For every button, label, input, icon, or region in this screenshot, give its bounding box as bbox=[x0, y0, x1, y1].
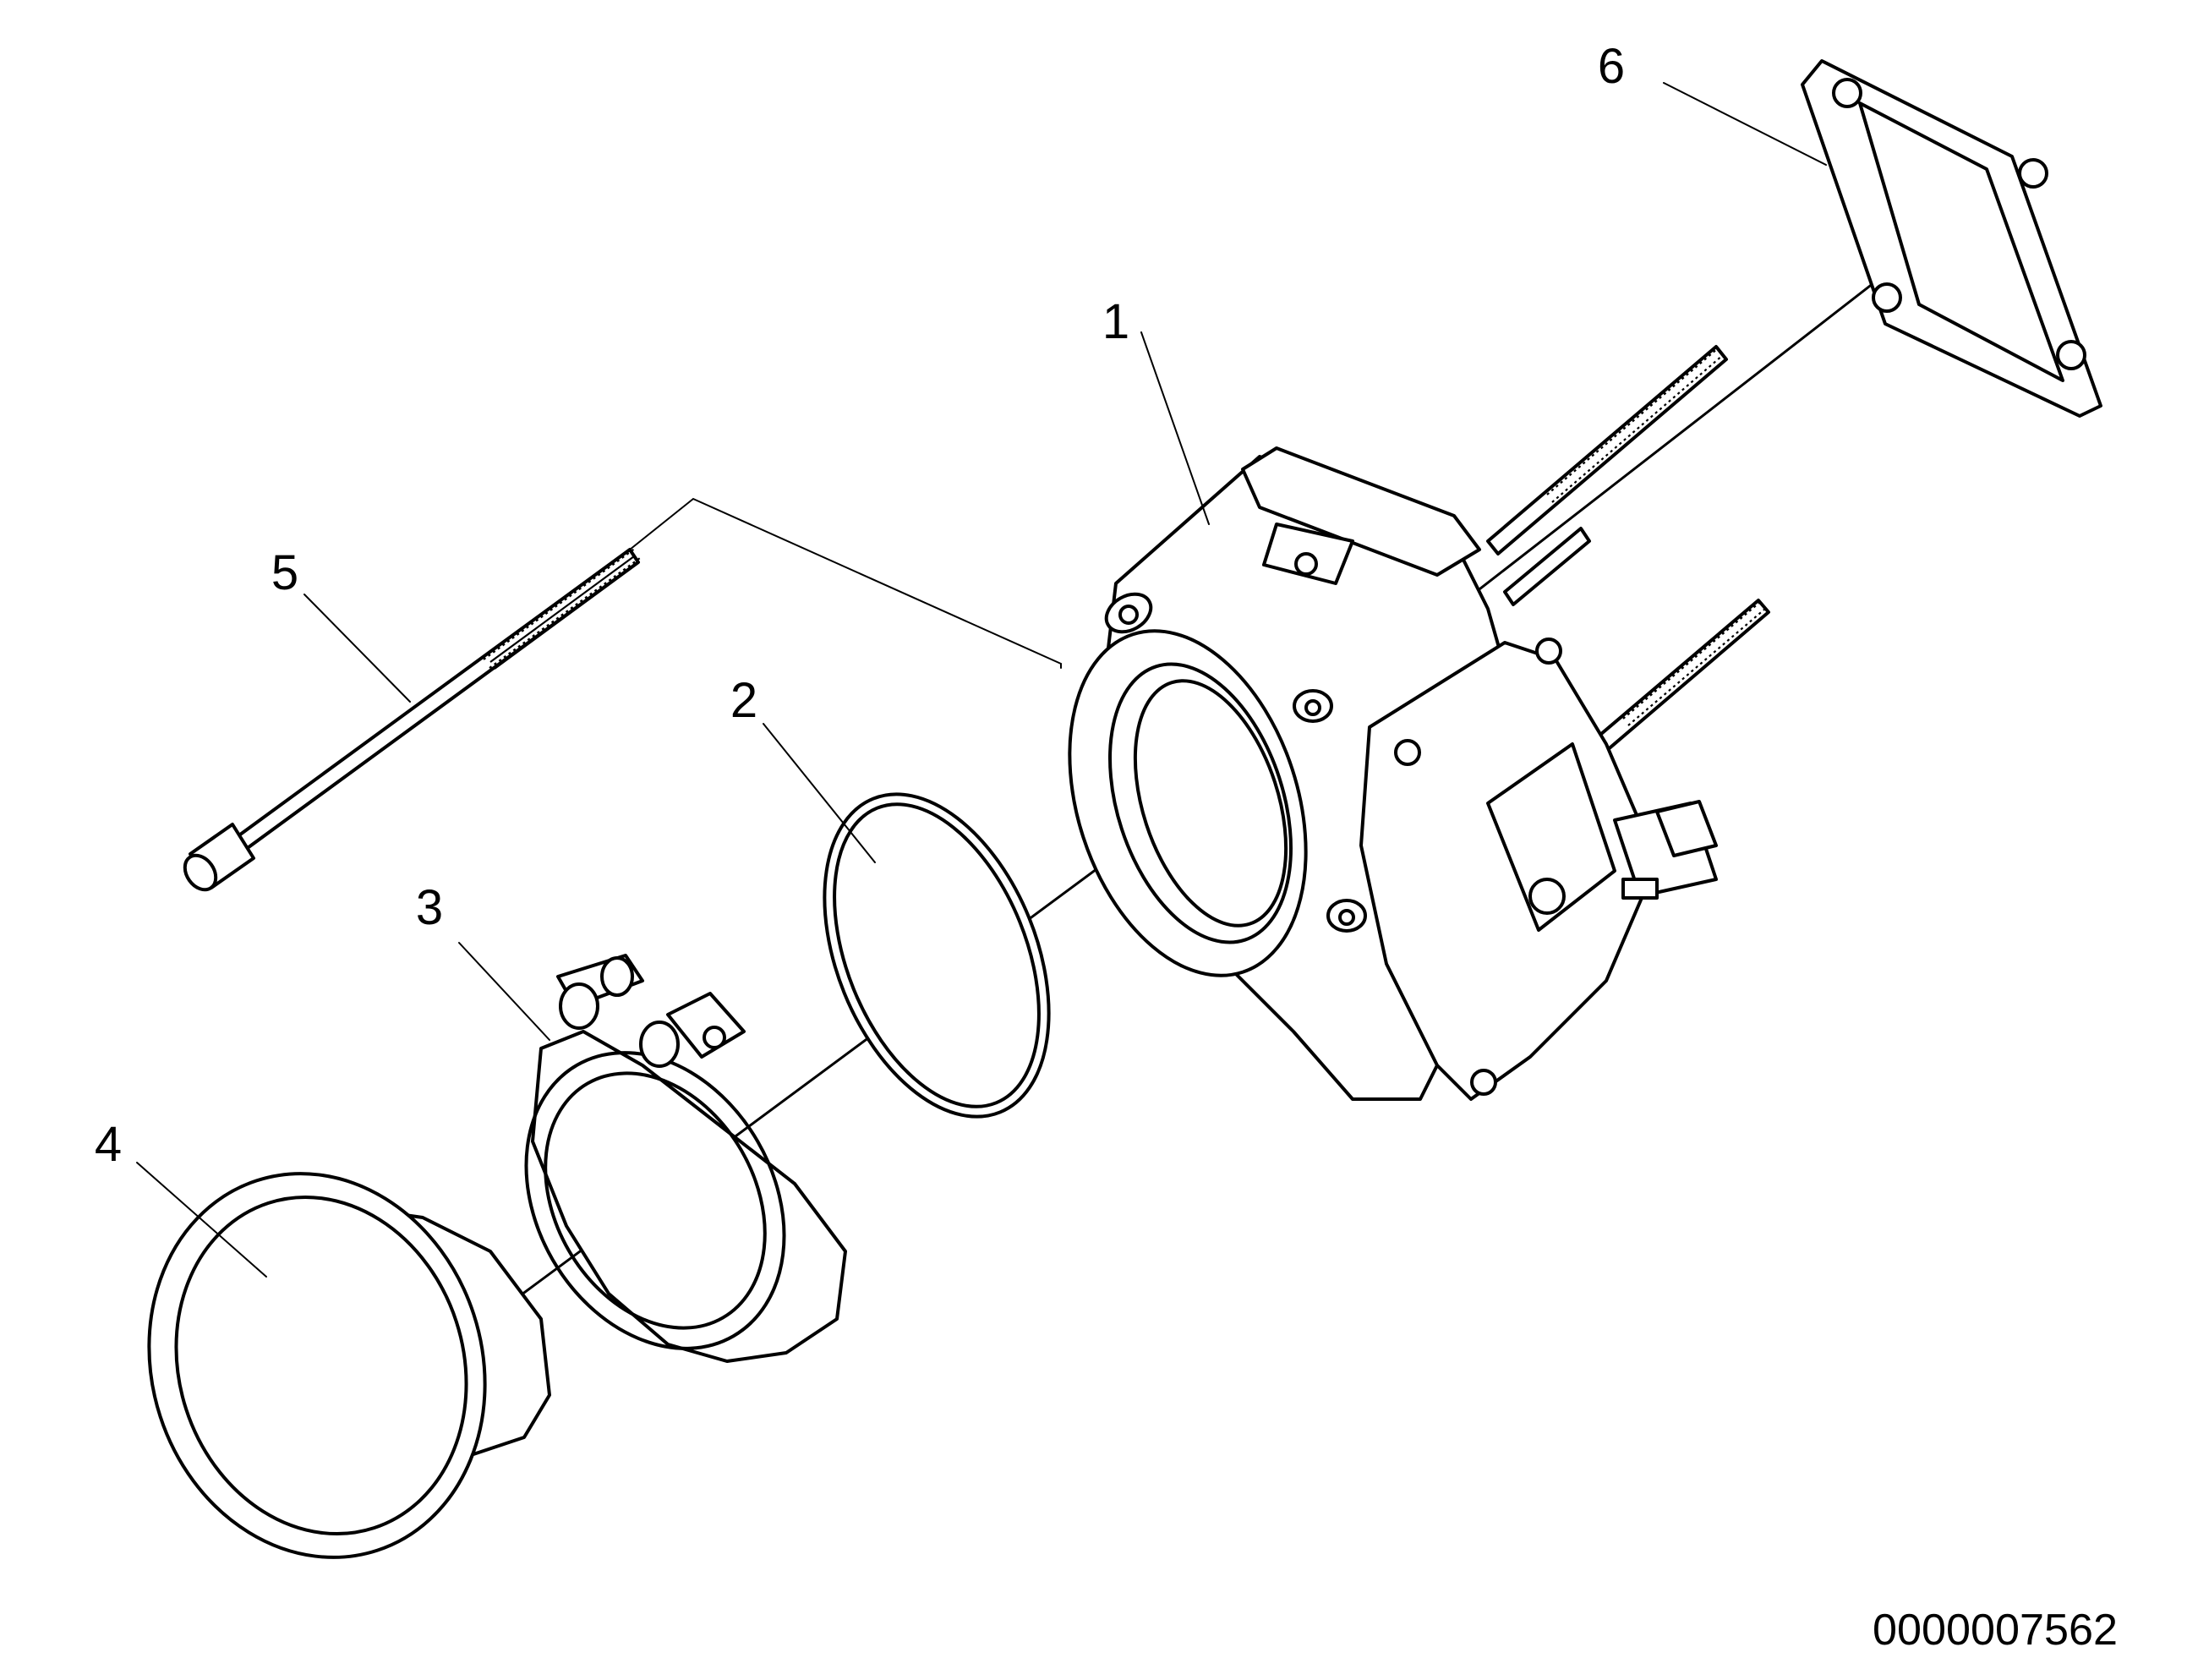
leader-6 bbox=[1663, 82, 1827, 166]
part-1-valve-housing bbox=[1068, 345, 1770, 1101]
leader-lines bbox=[136, 82, 1827, 1278]
leader-4 bbox=[136, 1162, 267, 1278]
part-5-bolt bbox=[183, 547, 641, 892]
part-2-o-ring bbox=[823, 792, 1051, 1119]
callout-4: 4 bbox=[95, 1117, 122, 1172]
leader-5 bbox=[303, 594, 411, 703]
callout-3: 3 bbox=[416, 880, 443, 935]
part-6-gasket bbox=[1801, 59, 2102, 418]
callout-5: 5 bbox=[271, 545, 298, 600]
callout-1: 1 bbox=[1102, 294, 1129, 349]
leader-3 bbox=[458, 942, 550, 1041]
part-3-v-band-clamp bbox=[524, 954, 847, 1363]
drawing-number: 0000007562 bbox=[1873, 1606, 2118, 1655]
callout-2: 2 bbox=[730, 673, 757, 728]
part-4-pipe-sleeve bbox=[147, 1172, 551, 1559]
leader-2 bbox=[763, 723, 876, 863]
leader-1 bbox=[1140, 331, 1210, 525]
leader-5-axis bbox=[629, 497, 1062, 669]
callout-6: 6 bbox=[1598, 39, 1625, 94]
